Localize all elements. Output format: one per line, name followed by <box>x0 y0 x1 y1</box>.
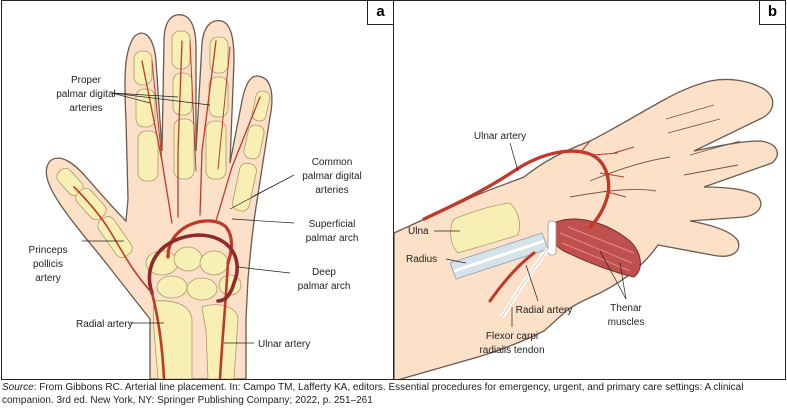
radial-artery-vessel <box>488 251 536 303</box>
label-common-line1: Common <box>312 157 353 168</box>
label-thenar-line2: muscles <box>608 317 645 328</box>
panel-letter-a: a <box>367 1 393 25</box>
palm-creases <box>569 104 741 198</box>
panel-letter-b: b <box>759 1 785 25</box>
label-flexor-line1: Flexor carpi <box>486 331 538 342</box>
label-deep-line1: Deep <box>312 267 336 278</box>
label-superficial-line1: Superficial <box>309 219 356 230</box>
label-ulnar-artery: Ulnar artery <box>258 339 310 350</box>
panel-a: a <box>1 0 394 380</box>
label-thenar-line1: Thenar <box>610 303 642 314</box>
label-radius: Radius <box>406 254 437 265</box>
ulna-bone <box>450 202 520 254</box>
caption-text: : From Gibbons RC. Arterial line placeme… <box>2 382 744 406</box>
figure-caption: Source: From Gibbons RC. Arterial line p… <box>2 381 786 407</box>
label-princeps-line2: pollicis <box>33 259 63 270</box>
label-princeps-line3: artery <box>35 273 61 284</box>
radius-highlight <box>453 239 545 273</box>
panel-b: b <box>393 0 786 380</box>
label-proper-line1: Proper <box>71 75 102 86</box>
arteries <box>73 40 261 379</box>
label-common-line3: arteries <box>315 185 348 196</box>
label-princeps-line1: Princeps <box>29 245 68 256</box>
label-radial-artery: Radial artery <box>516 305 573 316</box>
label-radial-artery: Radial artery <box>76 319 133 330</box>
label-flexor-line2: radialis tendon <box>479 345 544 356</box>
hand-palm-illustration: Proper palmar digital arteries Common pa… <box>29 14 362 379</box>
label-common-line2: palmar digital <box>302 171 361 182</box>
label-proper-line3: arteries <box>69 103 102 114</box>
caption-source-label: Source <box>2 382 34 393</box>
wrist-dissection-illustration: Ulnar artery Ulna Radius Radial artery T… <box>394 78 778 379</box>
label-superficial-line2: palmar arch <box>306 233 359 244</box>
leader-lines <box>82 92 295 344</box>
leader-lines <box>434 142 627 327</box>
label-deep-line2: palmar arch <box>298 281 351 292</box>
label-ulna: Ulna <box>408 226 429 237</box>
ulnar-artery-vessel <box>422 149 611 229</box>
thenar-muscles <box>547 218 641 278</box>
label-proper-line2: palmar digital <box>56 89 115 100</box>
label-ulnar-artery: Ulnar artery <box>474 131 526 142</box>
